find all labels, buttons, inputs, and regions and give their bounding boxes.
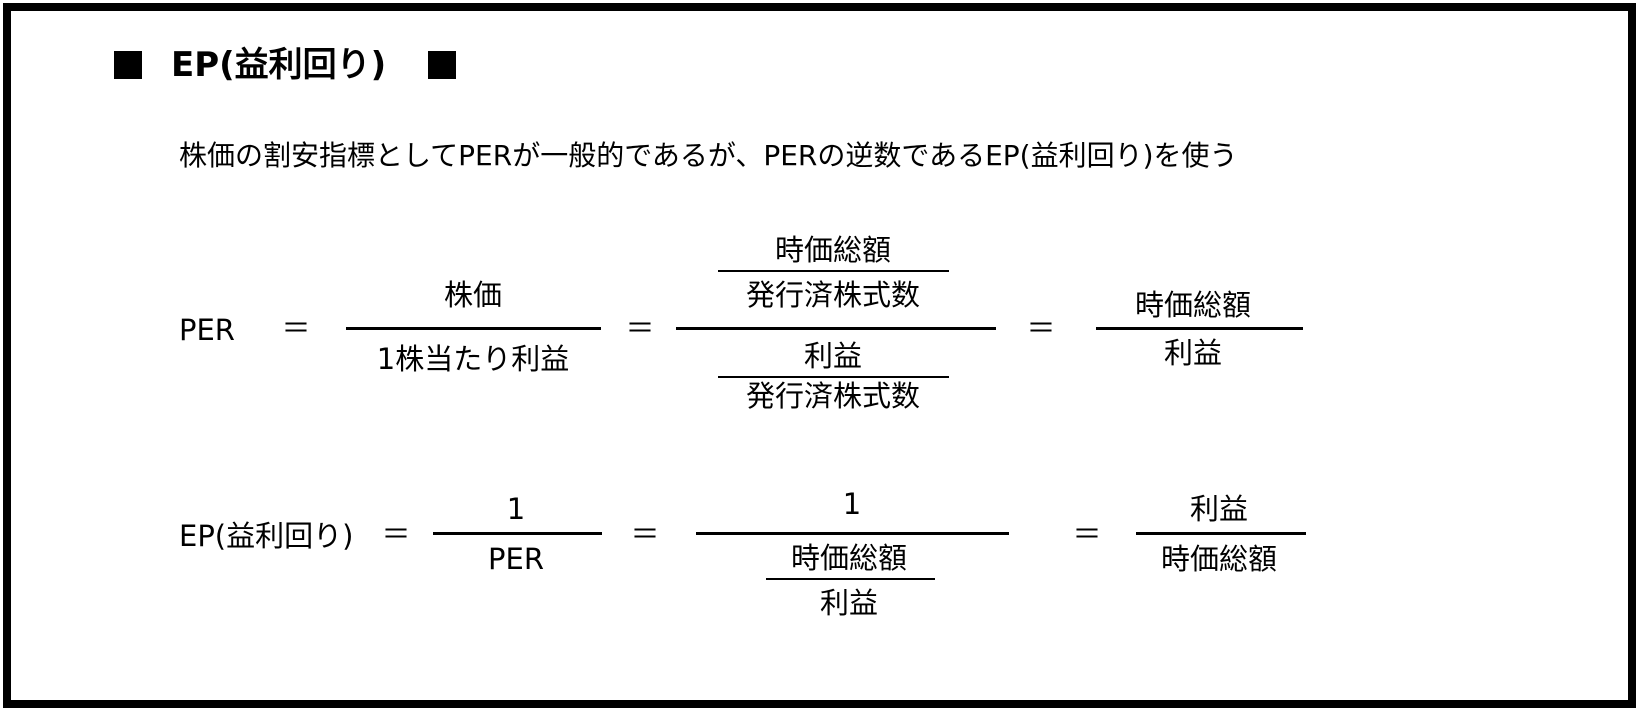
per-lhs: PER [179,313,235,347]
per-frac1-denominator: 1株当たり利益 [376,342,570,376]
per-frac2-num-numerator: 時価総額 [774,233,892,267]
ep-equals-1: ＝ [381,517,411,551]
per-frac2-den-numerator: 利益 [803,339,863,373]
per-equals-3: ＝ [1026,311,1056,345]
title-square-right-icon [428,51,456,79]
ep-frac3-denominator: 時価総額 [1160,542,1278,576]
per-frac2-main-bar [676,327,996,330]
per-frac1-numerator: 株価 [443,278,503,312]
per-frac3-denominator: 利益 [1163,336,1223,370]
per-frac1-bar [346,327,601,330]
ep-frac1-denominator: PER [488,542,544,576]
per-frac3-numerator: 時価総額 [1134,288,1252,322]
ep-lhs: EP(益利回り) [179,519,354,553]
title-square-left-icon [114,51,142,79]
ep-frac1-bar [433,532,602,535]
ep-frac2-numerator: 1 [842,487,862,521]
ep-frac2-main-bar [696,532,1009,535]
per-equals-1: ＝ [281,311,311,345]
per-frac3-bar [1096,327,1303,330]
per-frac2-num-denominator: 発行済株式数 [745,278,921,312]
per-frac2-den-denominator: 発行済株式数 [745,379,921,413]
document-frame: EP(益利回り) 株価の割安指標としてPERが一般的であるが、PERの逆数である… [3,3,1636,708]
ep-frac1-numerator: 1 [506,492,526,526]
ep-frac2-den-bar [766,578,935,580]
ep-equals-2: ＝ [630,517,660,551]
ep-frac2-den-numerator: 時価総額 [790,541,908,575]
ep-frac3-numerator: 利益 [1189,492,1249,526]
ep-frac3-bar [1136,532,1306,535]
ep-equals-3: ＝ [1072,517,1102,551]
intro-text: 株価の割安指標としてPERが一般的であるが、PERの逆数であるEP(益利回り)を… [179,139,1238,172]
page-title: EP(益利回り) [171,45,387,85]
per-frac2-den-bar [718,376,949,378]
per-frac2-num-bar [718,270,949,272]
ep-frac2-den-denominator: 利益 [819,586,879,620]
per-equals-2: ＝ [625,311,655,345]
